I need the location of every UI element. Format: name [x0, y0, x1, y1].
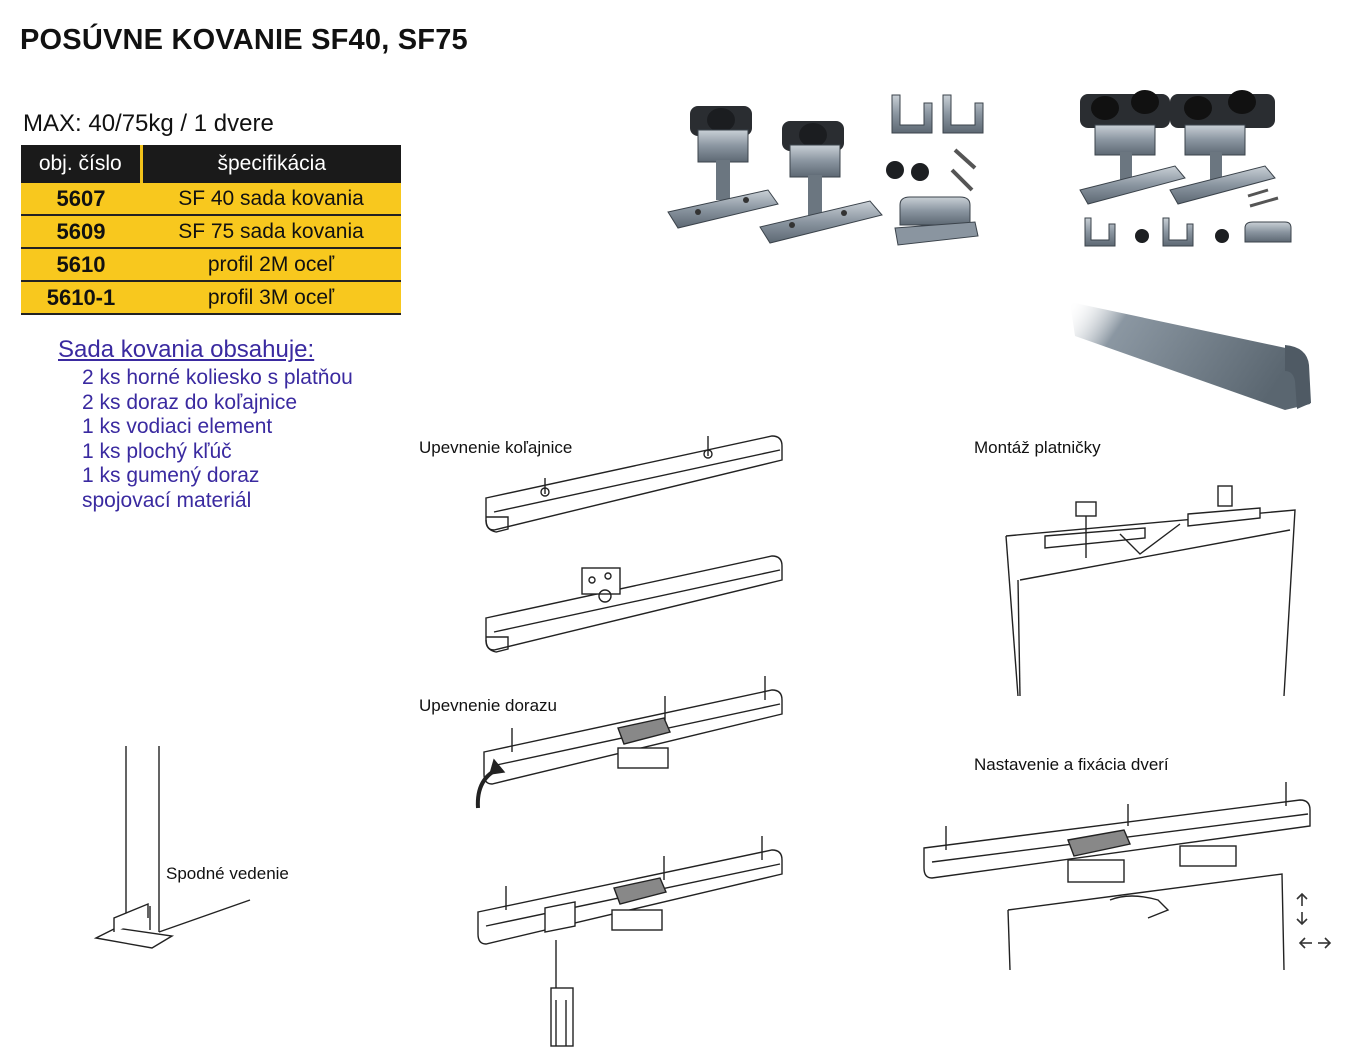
header-specification: špecifikácia — [141, 145, 401, 183]
list-item: 1 ks plochý kľúč — [82, 439, 232, 463]
header-order-number: obj. číslo — [21, 145, 143, 183]
spec-table: obj. číslo špecifikácia 5607 SF 40 sada … — [21, 145, 401, 315]
rail-mount-drawing-1 — [485, 435, 783, 533]
caption-rail-mount: Upevnenie koľajnice — [419, 438, 573, 457]
table-row: 5607 SF 40 sada kovania — [21, 183, 401, 216]
kit-contents-list: 2 ks horné koliesko s platňou 2 ks doraz… — [58, 366, 353, 513]
order-code: 5607 — [21, 183, 141, 216]
stop-mount-drawing-1 — [475, 676, 783, 809]
spec-text: SF 75 sada kovania — [141, 215, 401, 249]
caption-door-adjust: Nastavenie a fixácia dverí — [974, 755, 1169, 774]
sf40-kit-photo — [667, 94, 984, 246]
stop-mount-drawing-2 — [477, 836, 783, 1047]
max-load-label: MAX: 40/75kg / 1 dvere — [23, 110, 274, 137]
list-item: 1 ks gumený doraz — [82, 464, 260, 487]
kit-contents: Sada kovania obsahuje: 2 ks horné kolies… — [58, 336, 353, 513]
order-code: 5610 — [21, 248, 141, 282]
kit-contents-heading: Sada kovania obsahuje: — [58, 336, 315, 363]
page-title: POSÚVNE KOVANIE SF40, SF75 — [20, 24, 468, 56]
list-item: 2 ks horné koliesko s platňou — [82, 366, 353, 389]
caption-stop-mount: Upevnenie dorazu — [419, 696, 557, 715]
order-code: 5610-1 — [21, 281, 141, 315]
list-item: 2 ks doraz do koľajnice — [82, 390, 298, 414]
list-item: spojovací materiál — [82, 488, 252, 512]
spec-text: profil 2M oceľ — [141, 248, 401, 282]
table-header-row: obj. číslo špecifikácia — [21, 145, 401, 183]
steel-rail-photo — [1070, 302, 1311, 410]
adjust-arrows-icon — [1296, 892, 1332, 949]
caption-bottom-guide: Spodné vedenie — [166, 864, 289, 883]
spec-text: profil 3M oceľ — [141, 281, 401, 315]
door-adjust-drawing — [923, 782, 1311, 971]
rail-mount-drawing-2 — [485, 555, 783, 653]
table-row: 5610 profil 2M oceľ — [21, 248, 401, 282]
list-item: 1 ks vodiaci element — [82, 415, 273, 438]
order-code: 5609 — [21, 215, 141, 249]
table-row: 5609 SF 75 sada kovania — [21, 215, 401, 249]
bottom-guide-drawing — [93, 746, 251, 949]
table-row: 5610-1 profil 3M oceľ — [21, 281, 401, 315]
spec-text: SF 40 sada kovania — [141, 183, 401, 216]
plate-mount-drawing — [1005, 485, 1296, 697]
sf75-kit-photo — [1079, 90, 1292, 247]
caption-plate-mount: Montáž platničky — [974, 438, 1101, 457]
